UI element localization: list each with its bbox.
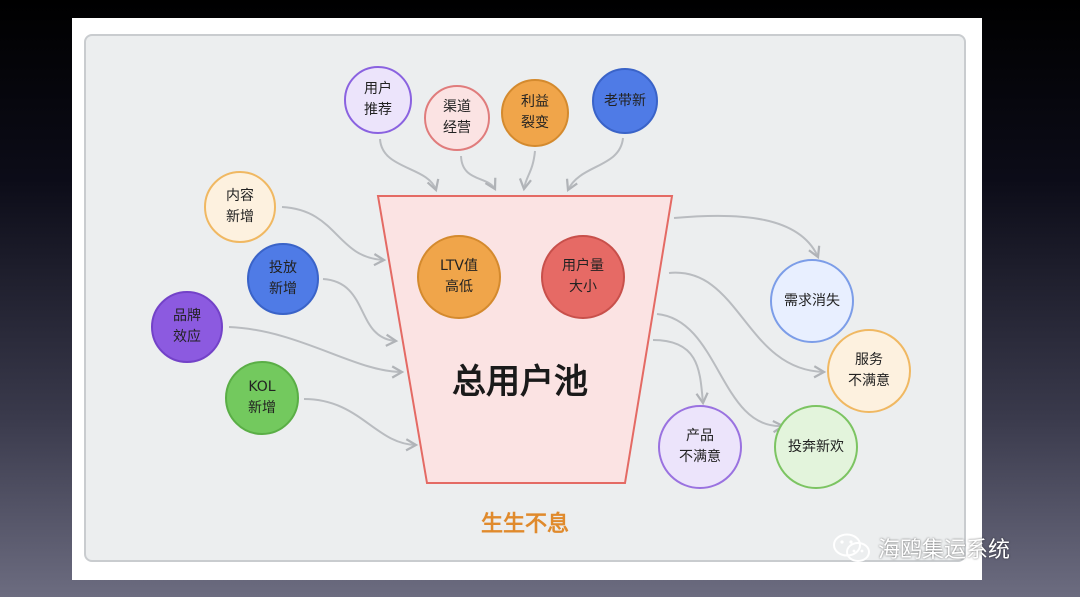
arrow-brand [228,326,405,379]
bubble-inner-2: 用户量 大小 [541,235,625,319]
arrow-old-bring-new [565,137,624,193]
arrow-product [652,339,709,406]
footer-slogan: 生生不息 [480,512,569,537]
bubble-inputs-left-3: 品牌 效应 [151,291,223,363]
bubble-inputs-top-3: 利益 裂变 [501,79,569,147]
bubble-inputs-top-4: 老带新 [592,68,658,134]
bubble-outputs-1: 需求消失 [770,259,854,343]
bubble-inputs-left-4: KOL 新增 [225,361,299,435]
bubble-inputs-left-2: 投放 新增 [247,243,319,315]
arrow-defect [656,313,786,434]
arrow-incentive [518,150,536,192]
arrow-content [281,206,387,267]
watermark: 海鸥集运系统 [832,530,1052,566]
bubble-outputs-2: 服务 不满意 [827,329,911,413]
flow-arrows [228,137,827,452]
user-pool-funnel [376,195,674,484]
center-title: 总用户池 [452,362,588,402]
arrow-demand-gone [673,214,821,260]
watermark-text: 海鸥集运系统 [878,538,1011,563]
arrow-service [668,271,827,379]
bubble-inputs-left-1: 内容 新增 [204,171,276,243]
bubble-inputs-top-2: 渠道 经营 [424,85,490,151]
arrow-kol [303,398,419,452]
bubble-inner-1: LTV值 高低 [417,235,501,319]
arrow-channel [460,155,497,191]
arrow-user-referral [379,138,440,193]
bubble-outputs-4: 投奔新欢 [774,405,858,489]
wechat-icon [833,533,870,562]
arrow-ad [322,278,399,347]
bubble-inputs-top-1: 用户 推荐 [344,66,412,134]
bubble-outputs-3: 产品 不满意 [658,405,742,489]
